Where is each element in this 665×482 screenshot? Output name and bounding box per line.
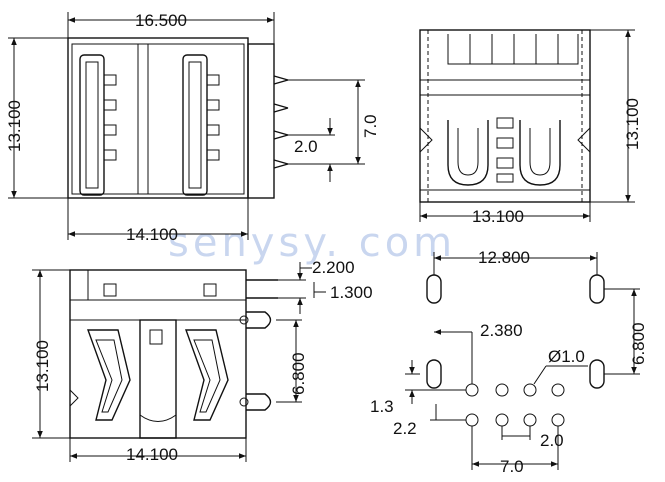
side-width-label: 14.100 [126,445,178,464]
fp-y-offset-label: 2.2 [393,419,417,438]
fp-post-pitch-label: 6.800 [629,322,648,365]
fp-pin-pitch-label: 2.0 [540,431,564,450]
end-view: 13.100 13.100 [419,29,642,226]
fp-hole-dia-label: Ø1.0 [548,347,585,366]
top-pin-pitch-label: 2.0 [294,137,318,156]
top-width-overall-label: 16.500 [135,11,187,30]
top-pin-span-label: 7.0 [361,114,380,138]
end-height-label: 13.100 [623,98,642,150]
fp-post-span-label: 12.800 [478,248,530,267]
pcb-footprint: 12.800 6.800 2.380 Ø1.0 1.3 2.2 2.0 7 [370,248,648,476]
side-post-pitch-label: 6.800 [289,352,308,395]
fp-pin-span-label: 7.0 [500,457,524,476]
watermark-text: senysy. com [168,220,456,266]
side-view: 13.100 2.200 1.300 6.800 14.100 [32,258,373,464]
fp-row-offset-label: 2.380 [480,321,523,340]
side-offset-b-label: 1.300 [330,283,373,302]
top-body-width-label: 14.100 [126,225,178,244]
end-width-label: 13.100 [472,207,524,226]
side-offset-a-label: 2.200 [312,258,355,277]
top-height-label: 13.100 [5,100,24,152]
side-height-label: 13.100 [33,340,52,392]
fp-x-offset-label: 1.3 [370,397,394,416]
top-view: 16.500 13.100 7.0 2.0 14.100 [5,11,380,244]
